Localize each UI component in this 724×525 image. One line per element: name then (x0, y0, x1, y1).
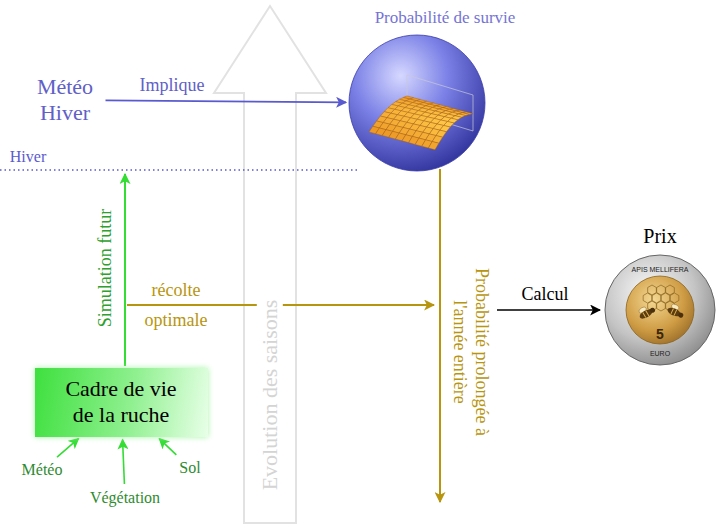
condition-label: Météo Hiver (28, 72, 103, 129)
node-text: Probabilité de survie (375, 8, 516, 28)
probability-sphere: Probabilité de survie (349, 35, 485, 171)
winter-line (0, 169, 358, 170)
bee-stripe (646, 310, 649, 316)
plot-axis (407, 75, 473, 95)
coin-center (626, 276, 694, 344)
plot-axis (407, 111, 473, 131)
node-text: Prix (643, 224, 676, 248)
sphere-art (349, 35, 485, 171)
simulation-arrow (124, 174, 126, 366)
edge-label: Implique (140, 75, 205, 97)
calcul-label: Calcul (522, 284, 569, 306)
coin-inscription: APIS MELLIFERA (632, 266, 689, 274)
input-label: Météo (19, 459, 65, 481)
coin-ring (605, 255, 715, 365)
bee-stripe (674, 310, 677, 316)
harvest-label: récolte optimale (129, 275, 224, 335)
input-label: Sol (177, 457, 204, 479)
node-text: Cadre de vie de la ruche (55, 376, 187, 429)
connector-arrow (159, 439, 176, 455)
season-label: Evolution des saisons (257, 297, 283, 494)
node-text: Végétation (89, 488, 161, 507)
node-text: Météo (21, 460, 63, 479)
price-coin: PrixAPIS MELLIFERA5EURO (604, 254, 716, 366)
bee-stripe (671, 308, 674, 313)
connector-arrow (57, 438, 79, 457)
plot-axis (473, 95, 474, 131)
node-text: Météo Hiver (30, 74, 100, 127)
honeycomb-cell (657, 301, 666, 311)
surface-plot (369, 75, 473, 150)
year-probability-label: Probabilité prolongée à l'année entière (448, 245, 491, 460)
hive-context-box: Cadre de vie de la ruche (35, 368, 208, 437)
sphere-disc (349, 35, 485, 171)
connector-arrow (123, 439, 125, 484)
simulation-label: Simulation futur (95, 209, 117, 328)
coin-inscription: EURO (650, 350, 670, 358)
winter-label: Hiver (10, 147, 46, 166)
coin-inscription: 5 (656, 326, 664, 343)
connector-arrow (106, 100, 347, 102)
bee-figure (666, 302, 686, 319)
plot-cell (428, 142, 438, 150)
calcul-arrow (497, 309, 600, 310)
bee-head (677, 312, 684, 319)
bee-head (649, 307, 656, 314)
year-arrow (439, 169, 441, 502)
node-text: Sol (179, 458, 202, 477)
season-arrow (214, 6, 326, 523)
bee-figure (636, 303, 656, 321)
input-label: Végétation (87, 487, 163, 509)
bee-stripe (643, 312, 646, 317)
